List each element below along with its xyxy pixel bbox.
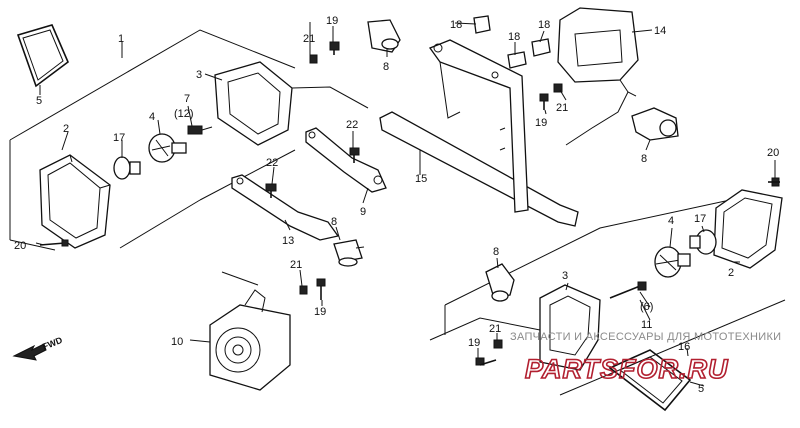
leader-lines	[35, 22, 776, 387]
callout-21-top: 21	[303, 33, 315, 45]
callout-8-right: 8	[641, 153, 647, 165]
callout-2-left: 2	[63, 123, 69, 135]
callout-14: 14	[654, 25, 666, 37]
hardware-21-19-lower-right	[475, 339, 503, 366]
grommet-8-top	[367, 19, 401, 53]
watermark-site: PARTSFOR.RU	[525, 354, 729, 384]
callout-20-right: 20	[767, 147, 779, 159]
gasket-5-left	[16, 24, 69, 88]
callout-22-upper: 22	[346, 119, 358, 131]
grommet-8-right	[631, 107, 679, 141]
callout-labels: 1 5 3 7 (12) 4 2 17 20 19 21 8 22 22 9 1…	[14, 15, 779, 395]
callout-8-middle: 8	[331, 216, 337, 228]
callout-3-right: 3	[562, 270, 568, 282]
callout-5-right: 5	[698, 383, 704, 395]
callout-6: (6)	[640, 301, 653, 313]
stay-bar-15	[379, 39, 579, 227]
callout-8-top: 8	[383, 61, 389, 73]
housing-3-left	[214, 61, 369, 146]
housing-14	[557, 7, 639, 146]
callout-19-right: 19	[535, 117, 547, 129]
grommet-8-lower	[485, 263, 515, 302]
grommets-18	[473, 15, 551, 69]
callout-1: 1	[118, 33, 124, 45]
gasket-5-right	[608, 349, 692, 412]
callout-16: 16	[678, 341, 690, 353]
callout-21-lower: 21	[290, 259, 302, 271]
callout-2-right: 2	[728, 267, 734, 279]
callout-18-c: 18	[538, 19, 550, 31]
callout-10: 10	[171, 336, 183, 348]
callout-18-a: 18	[450, 19, 462, 31]
grommet-8-middle	[333, 239, 365, 267]
callout-12: (12)	[174, 108, 194, 120]
callout-19-lower: 19	[314, 306, 326, 318]
callout-5-left: 5	[36, 95, 42, 107]
callout-17-left: 17	[113, 132, 125, 144]
watermark-tagline: ЗАПЧАСТИ И АКСЕССУАРЫ ДЛЯ МОТОТЕХНИКИ	[510, 331, 781, 343]
callout-22-middle: 22	[266, 157, 278, 169]
callout-9: 9	[360, 206, 366, 218]
stay-9	[305, 127, 387, 193]
taillight-10	[209, 271, 291, 391]
bolt-22-middle	[265, 183, 277, 198]
callout-7: 7	[184, 93, 190, 105]
callout-4-left: 4	[149, 111, 155, 123]
group-box-left	[9, 29, 296, 251]
forward-arrow-icon: FWD	[12, 335, 64, 361]
socket-4-left	[148, 133, 187, 163]
hardware-21-19-top	[309, 41, 340, 64]
screw-11-right	[609, 281, 647, 299]
callout-3-left: 3	[196, 69, 202, 81]
callout-18-b: 18	[508, 31, 520, 43]
callout-21-lower-right: 21	[489, 323, 501, 335]
lens-2-left	[39, 154, 111, 249]
screw-7-left	[187, 125, 213, 135]
callout-11: 11	[641, 319, 652, 331]
callout-20-left: 20	[14, 240, 26, 252]
callout-19-top: 19	[326, 15, 338, 27]
bolt-20-right	[768, 177, 780, 187]
callout-15: 15	[415, 173, 427, 185]
callout-4-right: 4	[668, 215, 674, 227]
bolt-22-upper	[349, 147, 360, 163]
callout-13: 13	[282, 235, 294, 247]
callout-17-right: 17	[694, 213, 706, 225]
forward-label: FWD	[41, 335, 64, 352]
callout-19-lower-right: 19	[468, 337, 480, 349]
bulb-17-left	[113, 156, 141, 180]
callout-21-right: 21	[556, 102, 568, 114]
housing-3-right	[429, 284, 601, 371]
hardware-21-19-lower	[299, 278, 326, 300]
bolt-20-left	[39, 239, 69, 247]
bulb-17-right	[689, 229, 717, 255]
callout-8-lower: 8	[493, 246, 499, 258]
lens-2-right	[713, 189, 783, 269]
watermark: ЗАПЧАСТИ И АКСЕССУАРЫ ДЛЯ МОТОТЕХНИКИ PA…	[510, 331, 781, 385]
socket-4-right	[654, 246, 691, 278]
hardware-21-19-right	[539, 83, 563, 110]
bracket-13	[231, 174, 340, 241]
